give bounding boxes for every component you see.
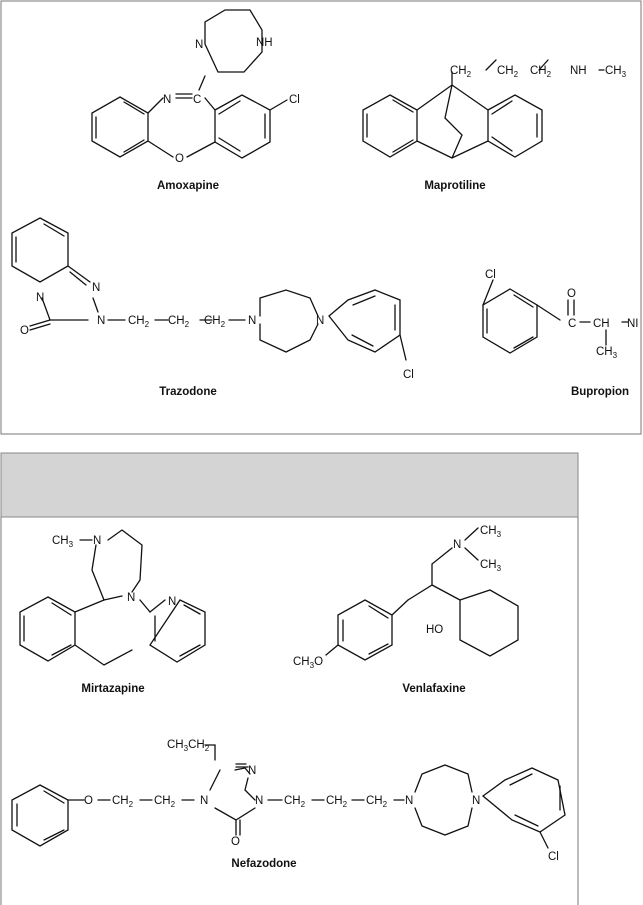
atom-label: CH3 bbox=[596, 346, 618, 360]
atom-label: N bbox=[472, 795, 480, 807]
atom-label: CH2 bbox=[530, 65, 552, 79]
trazodone-piperazine-ring bbox=[259, 289, 319, 353]
venlafaxine-structure: N CH3 CH3 HO CH3O Venlafaxine bbox=[293, 525, 519, 695]
atom-label: O bbox=[231, 836, 240, 848]
atom-label: CH2 bbox=[284, 795, 306, 809]
atom-label: CH bbox=[593, 318, 610, 330]
atom-label: N bbox=[316, 315, 324, 327]
atom-label: NH bbox=[570, 65, 587, 77]
compound-name-nefazodone: Nefazodone bbox=[231, 858, 296, 870]
atom-label: NH bbox=[256, 37, 273, 49]
compound-name-trazodone: Trazodone bbox=[159, 386, 217, 398]
bupropion-chlorophenyl-ring bbox=[482, 279, 561, 354]
atom-label: CH2 bbox=[497, 65, 519, 79]
trazodone-pyridine-ring bbox=[11, 217, 69, 283]
trazodone-triazolone-ring bbox=[29, 265, 99, 331]
atom-label: Cl bbox=[548, 851, 559, 863]
atom-label: O bbox=[20, 325, 29, 337]
atom-label: CH2 bbox=[450, 65, 472, 79]
maprotiline-left-ring bbox=[362, 94, 418, 158]
atom-label: N bbox=[453, 539, 461, 551]
mirtazapine-azepine-ring bbox=[74, 599, 151, 666]
atom-label: N bbox=[255, 795, 263, 807]
atom-label: CH3 bbox=[52, 535, 74, 549]
atom-label: CH3 bbox=[480, 525, 502, 539]
amoxapine-right-benzene-ring bbox=[214, 94, 271, 159]
mirtazapine-piperazine-ring bbox=[79, 529, 143, 601]
amoxapine-left-benzene-ring bbox=[91, 96, 149, 158]
nefazodone-piperazine-ring bbox=[414, 764, 473, 836]
atom-label: CH3 bbox=[480, 559, 502, 573]
maprotiline-right-ring bbox=[487, 94, 543, 158]
top-panel-frame bbox=[0, 0, 642, 435]
compound-name-venlafaxine: Venlafaxine bbox=[402, 683, 465, 695]
atom-label: HO bbox=[426, 624, 443, 636]
trazodone-chlorophenyl-ring bbox=[328, 289, 407, 361]
atom-label: C bbox=[193, 94, 201, 106]
compound-name-bupropion: Bupropion bbox=[571, 386, 629, 398]
atom-label: Cl bbox=[403, 369, 414, 381]
venlafaxine-cyclohexane-ring bbox=[459, 589, 519, 657]
atom-label: O bbox=[175, 153, 184, 165]
atom-label: N bbox=[163, 94, 171, 106]
compound-name-mirtazapine: Mirtazapine bbox=[81, 683, 144, 695]
mirtazapine-pyridine-ring bbox=[149, 599, 206, 663]
nefazodone-triazolone-ring bbox=[204, 744, 256, 836]
bupropion-carbonyl-bonds bbox=[567, 299, 629, 346]
atom-label: NI bbox=[627, 318, 639, 330]
atom-label: CH2 bbox=[154, 795, 176, 809]
bupropion-structure: Cl O C CH NI CH3 Bupropion bbox=[482, 269, 639, 398]
venlafaxine-anisole-ring bbox=[325, 599, 409, 661]
nefazodone-structure: CH3CH2 N N N O O CH2 CH2 CH2 CH2 CH2 N N… bbox=[11, 739, 566, 870]
atom-label: N bbox=[168, 596, 176, 608]
atom-label: Cl bbox=[485, 269, 496, 281]
atom-label: CH2 bbox=[204, 315, 226, 329]
mirtazapine-benzene-ring bbox=[19, 596, 76, 662]
nefazodone-phenyl-ring bbox=[11, 784, 69, 847]
atom-label: CH2 bbox=[168, 315, 190, 329]
atom-label: C bbox=[568, 318, 576, 330]
atom-label: N bbox=[36, 292, 44, 304]
amoxapine-structure: N NH N C Cl O Amoxapine bbox=[91, 9, 300, 192]
venlafaxine-chain-bonds bbox=[407, 527, 479, 601]
atom-label: N bbox=[405, 795, 413, 807]
maprotiline-bridge-bonds bbox=[416, 59, 605, 159]
atom-label: N bbox=[93, 535, 101, 547]
atom-label: N bbox=[195, 39, 203, 51]
atom-label: CH2 bbox=[112, 795, 134, 809]
mirtazapine-structure: CH3 N N N Mirtazapine bbox=[19, 529, 206, 695]
atom-label: N bbox=[248, 315, 256, 327]
atom-label: CH2 bbox=[128, 315, 150, 329]
atom-label: CH3O bbox=[293, 656, 323, 670]
trazodone-structure: N N N O CH2 CH2 CH2 N N Cl Trazodone bbox=[11, 217, 414, 398]
atom-label: O bbox=[84, 795, 93, 807]
compound-name-amoxapine: Amoxapine bbox=[157, 180, 219, 192]
atom-label: N bbox=[127, 592, 135, 604]
atom-label: CH3 bbox=[605, 65, 627, 79]
atom-label: N bbox=[248, 765, 256, 777]
atom-label: CH2 bbox=[366, 795, 388, 809]
amoxapine-piperazine-ring bbox=[204, 9, 263, 73]
atom-label: Cl bbox=[289, 94, 300, 106]
atom-label: N bbox=[92, 282, 100, 294]
compound-name-maprotiline: Maprotiline bbox=[424, 180, 485, 192]
gray-header-band bbox=[0, 452, 579, 518]
atom-label: N bbox=[97, 315, 105, 327]
maprotiline-structure: CH2 CH2 CH2 NH CH3 Maprotiline bbox=[362, 59, 627, 192]
atom-label: CH2 bbox=[326, 795, 348, 809]
atom-label: O bbox=[567, 288, 576, 300]
atom-label: N bbox=[200, 795, 208, 807]
atom-label: CH3CH2 bbox=[167, 739, 210, 753]
nefazodone-chlorophenyl-ring bbox=[481, 767, 566, 849]
amoxapine-central-ring bbox=[147, 75, 288, 158]
